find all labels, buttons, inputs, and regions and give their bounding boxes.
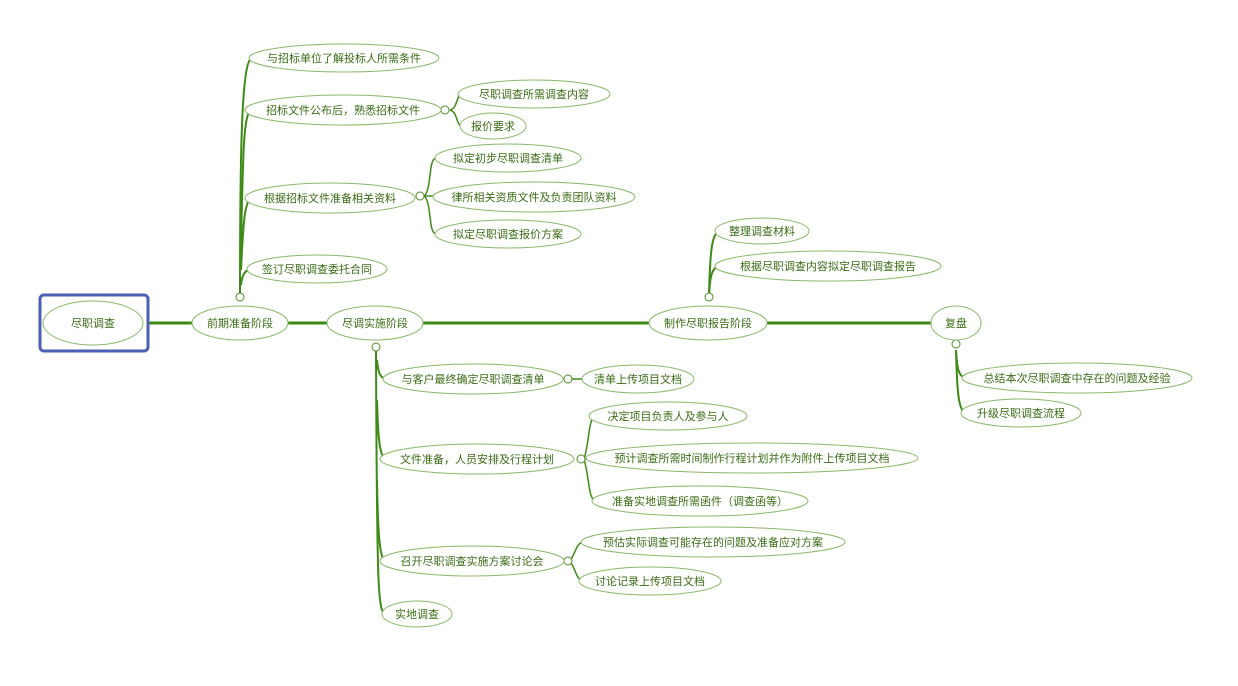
collapse-toggle[interactable] — [563, 374, 573, 384]
node-label: 报价要求 — [471, 119, 515, 133]
collapse-toggle[interactable] — [951, 339, 961, 349]
implement-subitem[interactable]: 清单上传项目文档 — [581, 364, 695, 394]
node-label: 签订尽职调查委托合同 — [262, 262, 372, 276]
implement-subitem[interactable]: 预估实际调查可能存在的问题及准备应对方案 — [580, 526, 846, 558]
prep-subitem[interactable]: 拟定初步尽职调查清单 — [434, 143, 582, 173]
prep-subitem[interactable]: 尽职调查所需调查内容 — [457, 79, 611, 109]
implement-subitem[interactable]: 讨论记录上传项目文档 — [578, 566, 722, 596]
review-item[interactable]: 升级尽职调查流程 — [960, 398, 1082, 428]
stage-node-review[interactable]: 复盘 — [930, 305, 982, 341]
root-node[interactable]: 尽职调查 — [38, 293, 150, 353]
report-item[interactable]: 根据尽职调查内容拟定尽职调查报告 — [714, 250, 942, 282]
node-label: 招标文件公布后，熟悉招标文件 — [266, 103, 420, 117]
stage-label: 复盘 — [945, 316, 967, 330]
node-label: 文件准备，人员安排及行程计划 — [400, 452, 554, 466]
collapse-toggle[interactable] — [576, 454, 586, 464]
implement-item[interactable]: 召开尽职调查实施方案讨论会 — [379, 545, 565, 577]
implement-subitem[interactable]: 预计调查所需时间制作行程计划并作为附件上传项目文档 — [585, 442, 919, 474]
node-label: 清单上传项目文档 — [594, 372, 682, 386]
node-label: 拟定尽职调查报价方案 — [453, 227, 563, 241]
prep-item[interactable]: 招标文件公布后，熟悉招标文件 — [244, 94, 442, 126]
node-label: 总结本次尽职调查中存在的问题及经验 — [984, 371, 1171, 385]
node-label: 尽职调查所需调查内容 — [479, 87, 589, 101]
prep-edges — [239, 57, 463, 297]
node-label: 律所相关资质文件及负责团队资料 — [452, 190, 617, 204]
node-label: 准备实地调查所需函件（调查函等） — [612, 494, 788, 508]
stage-label: 前期准备阶段 — [207, 316, 273, 330]
stage-label: 制作尽职报告阶段 — [664, 316, 752, 330]
prep-subitem[interactable]: 拟定尽职调查报价方案 — [434, 219, 582, 249]
collapse-toggle[interactable] — [415, 191, 425, 201]
node-label: 决定项目负责人及参与人 — [608, 409, 729, 423]
node-label: 预估实际调查可能存在的问题及准备应对方案 — [603, 535, 823, 549]
node-label: 升级尽职调查流程 — [977, 406, 1065, 420]
node-label: 预计调查所需时间制作行程计划并作为附件上传项目文档 — [615, 451, 890, 465]
report-item[interactable]: 整理调查材料 — [714, 217, 810, 245]
node-label: 根据招标文件准备相关资料 — [264, 191, 396, 205]
node-label: 与客户最终确定尽职调查清单 — [402, 372, 545, 386]
collapse-toggle[interactable] — [440, 105, 450, 115]
implement-item[interactable]: 实地调查 — [381, 600, 453, 628]
node-label: 根据尽职调查内容拟定尽职调查报告 — [740, 259, 916, 273]
implement-item[interactable]: 与客户最终确定尽职调查清单 — [382, 363, 564, 395]
root-label: 尽职调查 — [71, 316, 115, 330]
prep-item[interactable]: 签订尽职调查委托合同 — [246, 254, 388, 284]
node-label: 实地调查 — [395, 607, 439, 621]
node-label: 整理调查材料 — [729, 224, 795, 238]
implement-subitem[interactable]: 准备实地调查所需函件（调查函等） — [591, 485, 809, 517]
node-label: 与招标单位了解投标人所需条件 — [267, 51, 421, 65]
implement-item[interactable]: 文件准备，人员安排及行程计划 — [379, 443, 575, 475]
implement-subitem[interactable]: 决定项目负责人及参与人 — [588, 401, 748, 431]
collapse-toggle[interactable] — [563, 556, 573, 566]
prep-item[interactable]: 根据招标文件准备相关资料 — [244, 182, 416, 214]
review-item[interactable]: 总结本次尽职调查中存在的问题及经验 — [961, 362, 1193, 394]
collapse-toggle[interactable] — [235, 292, 245, 302]
stage-node-report[interactable]: 制作尽职报告阶段 — [648, 305, 768, 341]
collapse-toggle[interactable] — [371, 342, 381, 352]
node-label: 讨论记录上传项目文档 — [595, 574, 705, 588]
node-label: 召开尽职调查实施方案讨论会 — [401, 554, 544, 568]
prep-subitem[interactable]: 报价要求 — [459, 112, 527, 140]
prep-subitem[interactable]: 律所相关资质文件及负责团队资料 — [432, 181, 636, 213]
stage-label: 尽调实施阶段 — [342, 316, 408, 330]
stage-node-implement[interactable]: 尽调实施阶段 — [326, 305, 424, 341]
stage-node-prep[interactable]: 前期准备阶段 — [191, 305, 289, 341]
collapse-toggle[interactable] — [704, 292, 714, 302]
prep-item[interactable]: 与招标单位了解投标人所需条件 — [248, 43, 440, 73]
node-label: 拟定初步尽职调查清单 — [453, 151, 563, 165]
